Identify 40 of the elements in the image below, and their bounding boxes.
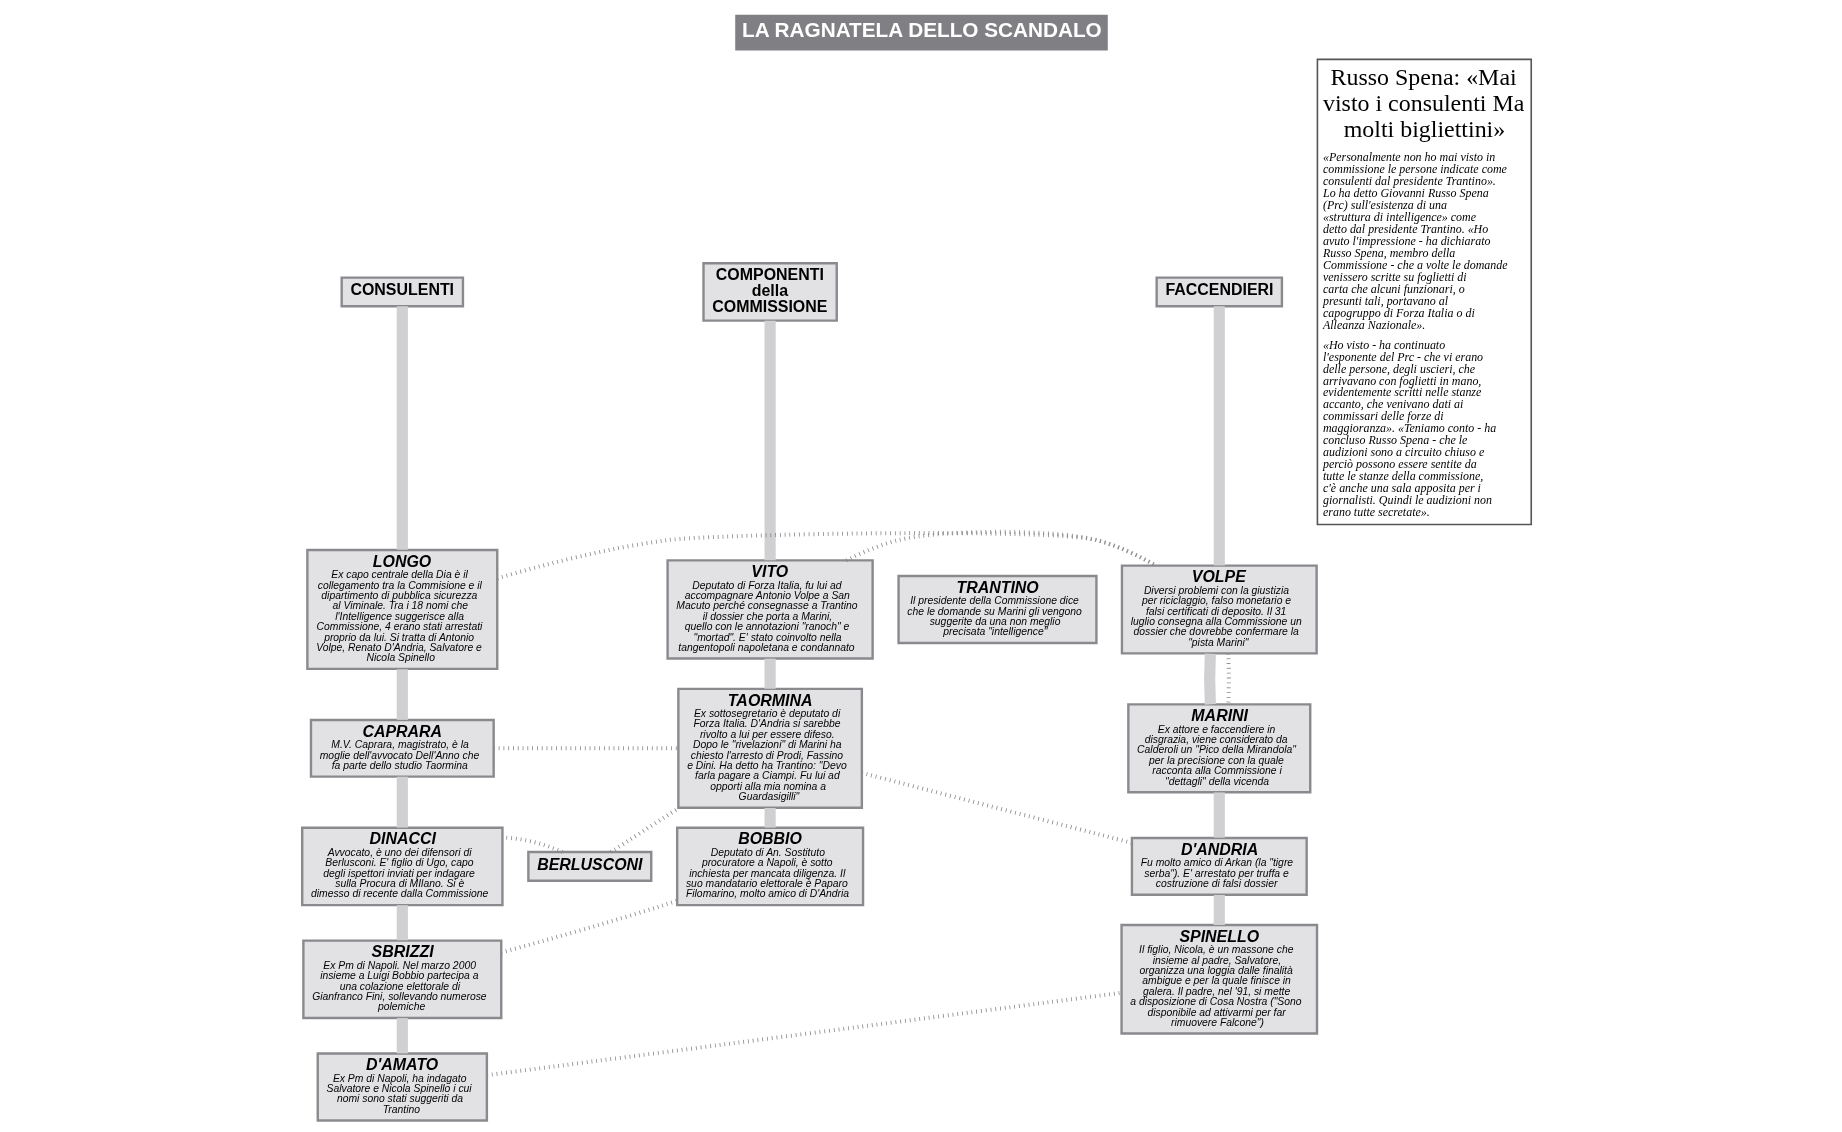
- connector: [861, 771, 1132, 845]
- diagram-title: LA RAGNATELA DELLO SCANDALO: [741, 18, 1102, 42]
- node-box: TRANTINO Il presidente della Commissione dice che le domande su Marini gli vengono suggerite da una non meglio precisata "intelligence": [896, 574, 1098, 645]
- connector: [500, 898, 678, 955]
- connector: [1213, 306, 1225, 566]
- connector: [396, 776, 408, 828]
- connector: [396, 905, 408, 941]
- node-box: FACCENDIERI: [1154, 276, 1283, 308]
- node-box: VOLPE Diversi problemi con la giustizia per riciclaggio, falso monetario e falsi certificati di deposito. Il 31 luglio consegna alla Commissione un dossier che dovrebbe confermare la "pista Marini": [1120, 564, 1318, 655]
- node-box: DINACCI Avvocato, è uno dei difensori di Berlusconi. E' figlio di Ugo, capo degli ispettori inviati per indagare sulla Procura di MIlano. Si è dimesso di recente dalla Commissione: [300, 826, 504, 907]
- connector: [1213, 792, 1225, 838]
- connector: [496, 531, 1157, 581]
- connector: [609, 806, 680, 854]
- label: Russo Spena: «Mai visto i consulenti Ma molti bigliettini»: [1322, 63, 1524, 143]
- connector: [1213, 894, 1225, 925]
- node-box: BERLUSCONI: [526, 850, 652, 882]
- node-box: D'ANDRIA Fu molto amico di Arkan (la "tigre serba"). E' arrestato per truffa e costruzione di falsi dossier: [1130, 836, 1308, 896]
- node-box: TAORMINA Ex sottosegretario è deputato di Forza Italia. D'Andria si sarebbe rivolto a lui per essere difeso. Dopo le "rivelazioni" di Marini ha chiesto l'arresto di Prodi, Fassino e Dini. Ha detto ha Trantino: "Devo farla pagare a Ciampi. Fu lui ad opporti alla mia nomina a Guardasigilli": [676, 687, 863, 809]
- node-box: D'AMATO Ex Pm di Napoli, ha indagato Salvatore e Nicola Spinello i cui nomi sono stati suggeriti da Trantino: [316, 1052, 488, 1122]
- connector: [1203, 653, 1216, 705]
- connector: [396, 669, 408, 720]
- label: «Ho visto - ha continuato l'esponente del Prc - che vi erano delle persone, degli uscieri, che arrivavano con foglietti in mano, evidentemente scritti nelle stanze accanto, che venivano dati ai commissari delle forze di maggioranza». «Teniamo conto - ha concluso Russo Spena - che le audizioni sono a circuito chiuso e perciò possono essere sentite da tutte le stanze della commissione, c'è anche una sala apposita per i giornalisti. Quindi le audizioni non erano tutte secretate».: [1322, 337, 1496, 520]
- connector: [845, 529, 1157, 568]
- node-box: CONSULENTI: [340, 276, 464, 308]
- node-box: COMPONENTI della COMMISSIONE: [701, 262, 838, 322]
- node-box: SBRIZZI Ex Pm di Napoli. Nel marzo 2000 insieme a Luigi Bobbio partecipa a una colazione elettorale di Gianfranco Fini, sollevando numerose polemiche: [301, 939, 502, 1020]
- connector: [396, 306, 408, 550]
- connector: [396, 1018, 408, 1054]
- connector: [764, 658, 776, 689]
- connector: [764, 808, 776, 828]
- connector: [486, 990, 1122, 1078]
- node-box: MARINI Ex attore e faccendiere in disgrazia, viene considerato da Calderoli un "Pico della Mirandola" per la precisione con la quale racconta alla Commissione i "dettagli" della vicenda: [1126, 703, 1311, 794]
- node-box: SPINELLO Il figlio, Nicola, è un massone che insieme al padre, Salvatore, organizza una loggia dalle finalità ambigue e per la quale finisce in galera. Il padre, nel '91, si mette a disposizione di Cosa Nostra ("Sono disponibile ad attivarmi per far rimuovere Falcone"): [1119, 923, 1318, 1035]
- label: «Personalmente non ho mai visto in commissione le persone indicate come consulenti dal presidente Trantino». Lo ha detto Giovanni Russo Spena (Prc) sull'esistenza di una «struttura di intelligence» come detto dal presidente Trantino. «Ho avuto l'impressione - ha dichiarato Russo Spena, membro della Commissione - che a volte le domande venissero scritte su foglietti di carta che alcuni funzionari, o presunti tali, portavano al capogruppo di Forza Italia o di Alleanza Nazionale».: [1322, 150, 1508, 332]
- connector: [493, 746, 678, 751]
- node-box: VITO Deputato di Forza Italia, fu lui ad accompagnare Antonio Volpe a San Macuto perché consegnasse a Trantino il dossier che porta a Marini, quello con le annotazioni "ranoch" e "mortad". E' stato coinvolto nella tangentopoli napoletana e condannato: [665, 559, 874, 660]
- connector: [764, 320, 776, 561]
- node-box: CAPRARA M.V. Caprara, magistrato, è la moglie dell'avvocato Dell'Anno che fa parte dello studio Taormina: [309, 718, 495, 778]
- node-box: BOBBIO Deputato di An. Sostituto procuratore a Napoli, è sotto inchiesta per mancata diligenza. Il suo mandatario elettorale è Paparo Filomarino, molto amico di D'Andria: [675, 826, 864, 907]
- node-box: LONGO Ex capo centrale della Dia è il collegamento tra la Commisione e il dipartimento di pubblica sicurezza al Viminale. Tra i 18 nomi che l'Intelligence suggerisce alla Commissione, 4 erano stati arrestati proprio da lui. Si tratta di Antonio Volpe, Renato D'Andria, Salvatore e Nicola Spinello: [305, 548, 498, 671]
